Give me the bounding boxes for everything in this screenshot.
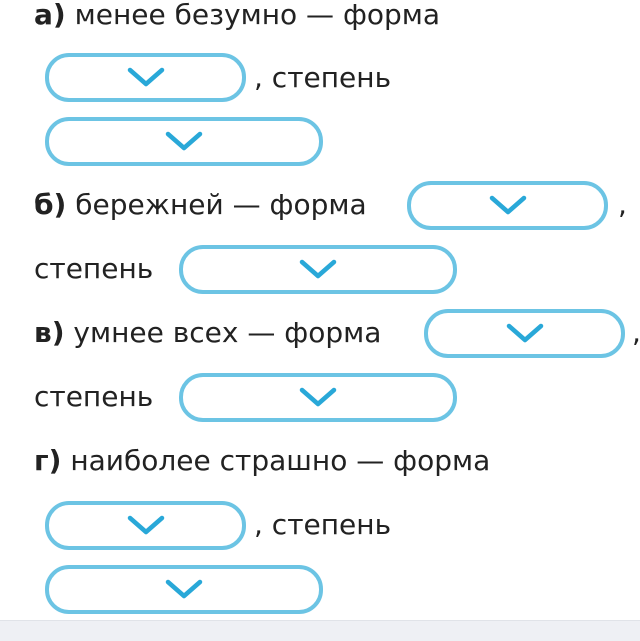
item-d-form-label: форма [393, 444, 491, 477]
item-c-letter: в) [34, 316, 65, 349]
chevron-down-icon [165, 579, 203, 598]
item-b-comma: , [618, 188, 627, 221]
item-b-dash: — [232, 188, 261, 221]
chevron-down-icon [127, 67, 164, 86]
item-a-text: а) менее безумно — форма [34, 0, 440, 33]
item-b-text: б) бережней — форма [34, 187, 367, 223]
item-d-dash: — [356, 444, 385, 477]
item-a-form-dropdown[interactable] [45, 53, 246, 102]
chevron-down-icon [165, 131, 203, 150]
item-c-comma: , [632, 315, 640, 351]
item-c-form-dropdown[interactable] [424, 309, 625, 358]
item-a-letter: а) [34, 0, 66, 31]
item-a-word: менее безумно [74, 0, 298, 31]
item-d-text: г) наиболее страшно — форма [34, 443, 490, 479]
item-b-degree-label: степень [34, 252, 154, 285]
chevron-down-icon [299, 259, 337, 278]
item-d-letter: г) [34, 444, 62, 477]
bottom-bar [0, 620, 640, 641]
item-b-degree-dropdown[interactable] [179, 245, 457, 294]
chevron-down-icon [299, 387, 337, 406]
item-a-form-label: форма [342, 0, 441, 31]
item-c-word: умнее всех [73, 316, 239, 349]
item-c-degree-dropdown[interactable] [179, 373, 457, 422]
item-d-degree-label: , степень [254, 508, 392, 541]
chevron-down-icon [489, 195, 526, 214]
chevron-down-icon [127, 515, 164, 534]
chevron-down-icon [506, 323, 543, 342]
item-b-form-dropdown[interactable] [407, 181, 608, 230]
item-a-degree-label: , степень [254, 61, 392, 94]
item-d-form-dropdown[interactable] [45, 501, 246, 550]
item-d-degree-dropdown[interactable] [45, 565, 323, 614]
item-c-form-label: форма [284, 316, 382, 349]
item-d-word: наиболее страшно [70, 444, 348, 477]
item-c-degree-label: степень [34, 380, 154, 413]
item-b-word: бережней [75, 188, 224, 221]
item-a-degree-dropdown[interactable] [45, 117, 323, 166]
item-b-form-label: форма [269, 188, 367, 221]
item-b-letter: б) [34, 188, 67, 221]
item-c-text: в) умнее всех — форма [34, 315, 381, 351]
item-c-dash: — [247, 316, 276, 349]
item-a-dash: — [306, 0, 335, 31]
